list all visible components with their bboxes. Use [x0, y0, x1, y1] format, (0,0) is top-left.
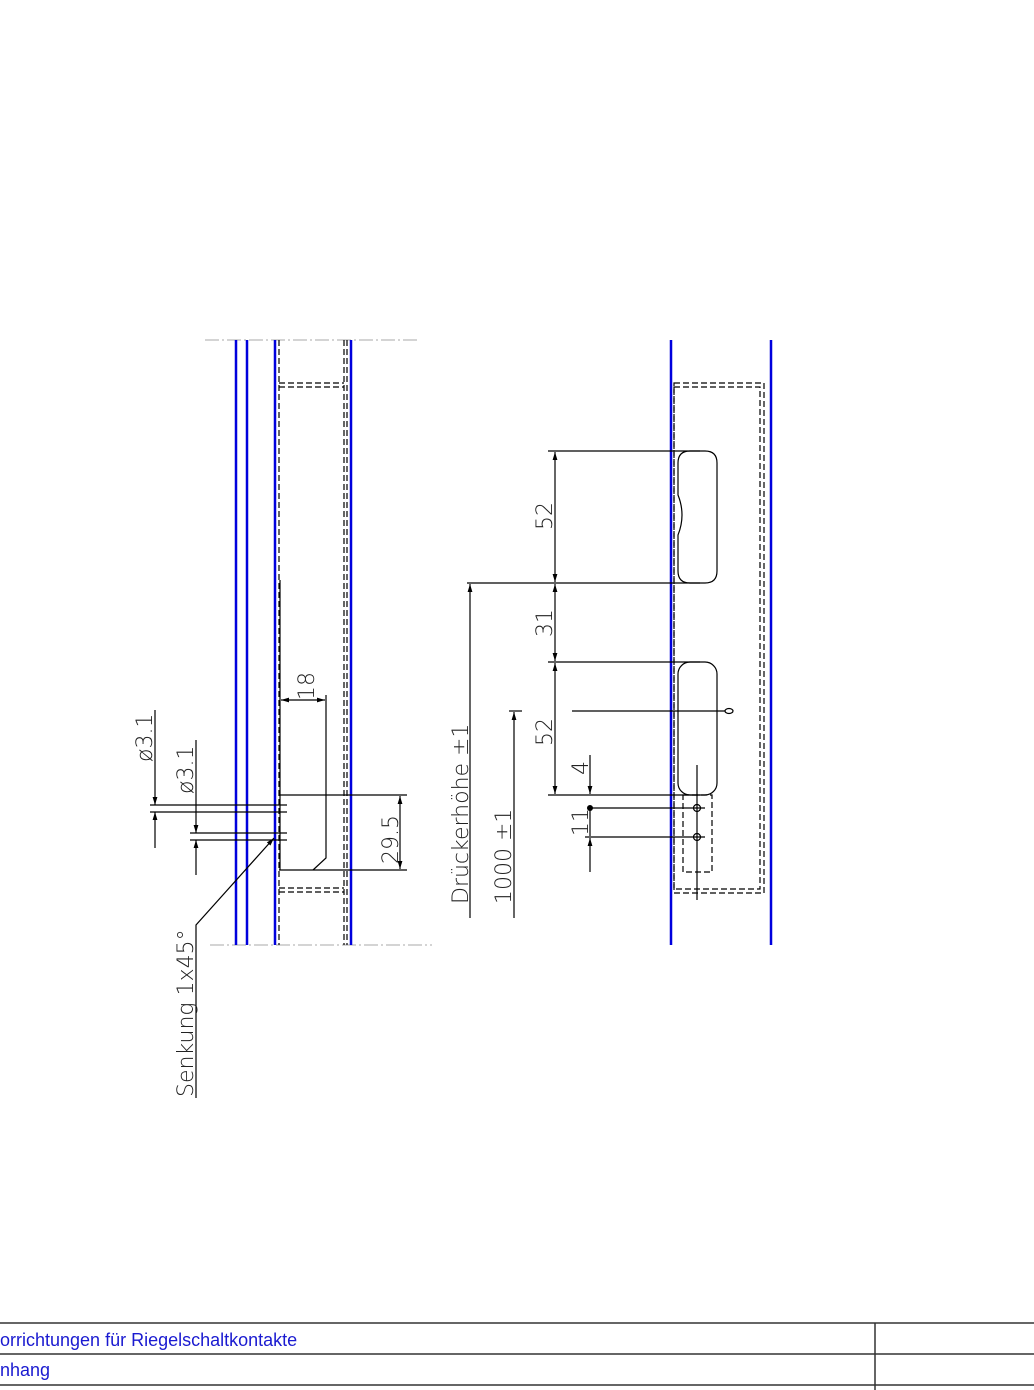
- height-1000-label: 1000 ±1: [492, 809, 517, 904]
- dim-slot-lower-label: 52: [533, 718, 558, 746]
- countersink-note: Senkung 1x45°: [174, 929, 199, 1097]
- title-block-lines: [0, 1322, 1034, 1390]
- dim-slot-upper-label: 52: [533, 502, 558, 530]
- hole-diameter-label-2: ø3.1: [174, 746, 199, 794]
- dim-width-label: 18: [295, 672, 320, 700]
- hole-diameter-label-1: ø3.1: [133, 714, 158, 762]
- title-block-row-1: orrichtungen für Riegelschaltkontakte: [0, 1330, 298, 1350]
- dim-height-label: 29.5: [379, 815, 404, 864]
- right-view: 52 31 52 4 11 Drückerhöhe ±1 1000 ±1: [449, 340, 773, 945]
- slot-upper: [677, 450, 718, 584]
- dim-offset-label: 4: [569, 761, 594, 775]
- dim-hole-spacing-label: 11: [569, 808, 594, 836]
- handle-height-label: Drückerhöhe ±1: [449, 724, 474, 904]
- dim-gap-label: 31: [533, 609, 558, 637]
- left-view: 18 29.5 ø3.1 ø3.1 Senkung 1x45°: [133, 339, 432, 1098]
- title-block-row-2: nhang: [0, 1360, 51, 1380]
